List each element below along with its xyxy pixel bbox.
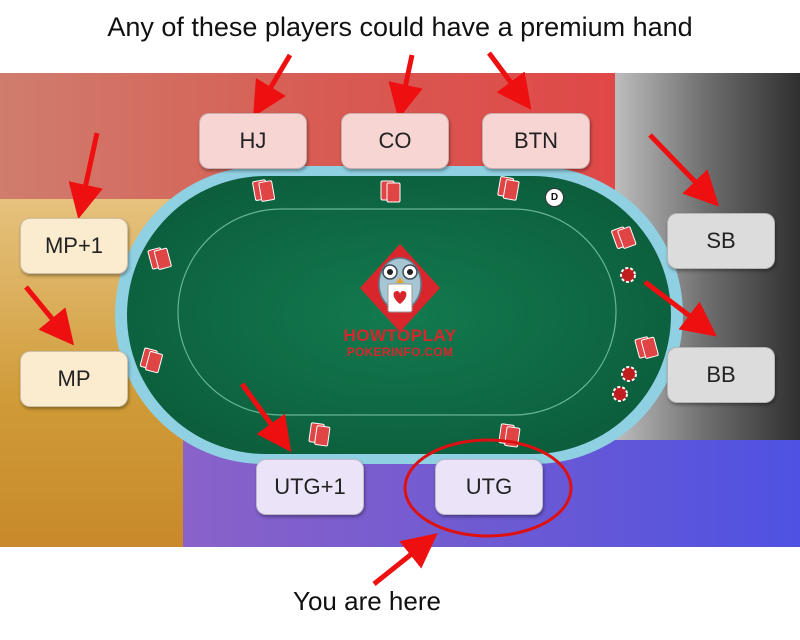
chips-sb: [620, 267, 636, 283]
card-pair-co: [380, 180, 401, 203]
logo-line-1: HOWTOPLAY: [343, 326, 457, 345]
howtoplay-logo-text: HOWTOPLAY POKERINFO.COM: [300, 327, 500, 358]
seat-mp: MP: [20, 351, 128, 407]
chips-bb: [612, 366, 637, 402]
arrow-to-utg1: [239, 382, 292, 453]
arrow-to-hj: [253, 53, 293, 118]
seat-utg: UTG: [435, 459, 543, 515]
arrow-to-mp: [24, 285, 75, 346]
owl-logo-icon: [360, 244, 440, 332]
logo-line-2: POKERINFO.COM: [346, 345, 454, 359]
arrow-to-mp1: [68, 132, 103, 220]
dealer-button-icon: D: [545, 188, 564, 207]
arrow-to-btn: [486, 51, 532, 111]
seat-co: CO: [341, 113, 449, 169]
card-pair-hj: [251, 178, 276, 204]
seat-sb: SB: [667, 213, 775, 269]
arrow-to-sb: [648, 133, 720, 207]
seat-utg1: UTG+1: [256, 459, 364, 515]
betting-line: [177, 208, 617, 416]
you-are-here-caption: You are here: [293, 586, 441, 616]
seat-bb: BB: [667, 347, 775, 403]
seat-mp1: MP+1: [20, 218, 128, 274]
arrow-to-bb: [643, 280, 717, 337]
arrow-you-are-here: [372, 533, 438, 586]
arrow-to-co: [388, 54, 423, 120]
utg-highlight-circle: [403, 438, 573, 538]
seat-hj: HJ: [199, 113, 307, 169]
diagram-title: Any of these players could have a premiu…: [107, 12, 693, 42]
seat-btn: BTN: [482, 113, 590, 169]
